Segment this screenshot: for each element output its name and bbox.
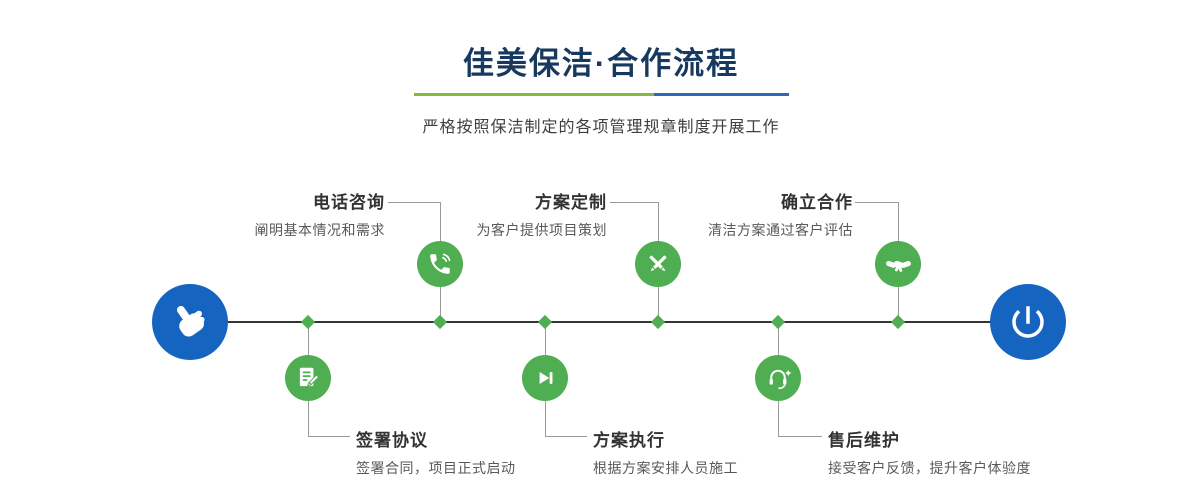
handshake-icon — [885, 260, 911, 272]
step-node-sign-agreement — [285, 355, 331, 401]
connector-line — [440, 202, 441, 242]
timeline-diamond — [770, 314, 786, 330]
connector-line — [308, 401, 309, 437]
connector-line — [545, 436, 587, 437]
play-execute-icon — [539, 372, 553, 384]
step-title: 方案定制 — [535, 193, 607, 212]
pointing-hand-icon — [176, 305, 205, 337]
step-label-phone-consult: 电话咨询 阐明基本情况和需求 — [255, 188, 386, 240]
connector-line — [855, 202, 898, 203]
step-label-plan-execute: 方案执行 根据方案安排人员施工 — [593, 426, 738, 478]
power-icon — [1012, 306, 1044, 338]
step-desc: 接受客户反馈，提升客户体验度 — [828, 460, 1031, 476]
step-node-plan-custom — [635, 241, 681, 287]
page-subtitle: 严格按照保洁制定的各项管理规章制度开展工作 — [422, 119, 780, 136]
connector-line — [658, 286, 659, 322]
connector-line — [658, 202, 659, 242]
connector-line — [440, 286, 441, 322]
step-desc: 为客户提供项目策划 — [476, 222, 607, 238]
connector-line — [545, 322, 546, 355]
timeline-end-node — [990, 284, 1066, 360]
timeline-diamond — [537, 314, 553, 330]
design-pencils-icon — [649, 255, 667, 272]
connector-line — [545, 401, 546, 437]
timeline-line — [190, 321, 1030, 323]
step-title: 确立合作 — [781, 193, 853, 212]
connector-line — [778, 401, 779, 437]
connector-line — [778, 436, 822, 437]
step-label-plan-custom: 方案定制 为客户提供项目策划 — [477, 188, 608, 240]
step-label-establish-cooperation: 确立合作 清洁方案通过客户评估 — [708, 188, 853, 240]
timeline-diamond — [432, 314, 448, 330]
step-desc: 根据方案安排人员施工 — [593, 460, 738, 476]
connector-line — [898, 286, 899, 322]
step-title: 签署协议 — [356, 431, 428, 450]
connector-line — [778, 322, 779, 355]
step-desc: 阐明基本情况和需求 — [254, 222, 385, 238]
connector-line — [610, 202, 658, 203]
step-node-plan-execute — [522, 355, 568, 401]
timeline-diamond — [650, 314, 666, 330]
connector-line — [898, 202, 899, 242]
step-desc: 签署合同，项目正式启动 — [356, 460, 516, 476]
step-label-aftersale-support: 售后维护 接受客户反馈，提升客户体验度 — [828, 426, 1031, 478]
step-desc: 清洁方案通过客户评估 — [708, 222, 853, 238]
underline-blue-segment — [653, 93, 789, 96]
underline-green-segment — [413, 93, 654, 96]
timeline-diamond — [300, 314, 316, 330]
timeline-start-node — [152, 284, 228, 360]
step-title: 电话咨询 — [313, 193, 385, 212]
step-node-establish-cooperation — [875, 241, 921, 287]
step-title: 方案执行 — [593, 431, 665, 450]
title-underline — [0, 93, 1202, 96]
step-label-sign-agreement: 签署协议 签署合同，项目正式启动 — [356, 426, 516, 478]
phone-call-icon — [430, 253, 451, 274]
page-title: 佳美保洁·合作流程 — [462, 46, 740, 81]
connector-line — [308, 322, 309, 355]
connector-line — [388, 202, 440, 203]
contract-sign-icon — [299, 367, 319, 387]
step-node-aftersale-support — [755, 355, 801, 401]
connector-line — [308, 436, 350, 437]
timeline-diamond — [890, 314, 906, 330]
step-node-phone-consult — [417, 241, 463, 287]
headset-support-icon — [769, 369, 791, 390]
step-title: 售后维护 — [828, 431, 900, 450]
